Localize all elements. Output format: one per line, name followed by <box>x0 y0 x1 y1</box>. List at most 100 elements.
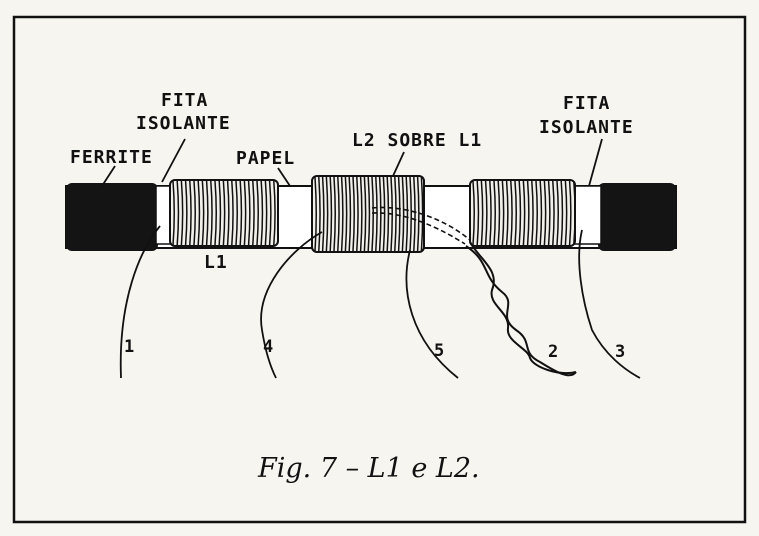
label-l2-sobre-l1: L2 SOBRE L1 <box>352 130 482 151</box>
coil-turn <box>371 176 374 252</box>
coil-turn <box>547 180 551 246</box>
coil-turn <box>340 176 344 252</box>
twisted-pair-b <box>465 245 577 377</box>
label-fita-right-line2: ISOLANTE <box>539 117 634 138</box>
twisted-pair-a <box>469 241 577 374</box>
coil-turn <box>359 176 363 252</box>
label-papel: PAPEL <box>236 148 295 169</box>
coil-turn <box>378 176 382 252</box>
coil-turn <box>333 176 336 252</box>
coil-turn <box>252 180 255 246</box>
leader-fita-left <box>161 138 186 183</box>
coil-turn <box>564 180 568 246</box>
tape-right <box>572 185 602 245</box>
coil-turn <box>556 180 559 246</box>
coil-turn <box>210 180 213 246</box>
coil-turn <box>526 180 530 246</box>
leader-papel <box>277 167 291 187</box>
coil-turn <box>239 180 243 246</box>
coil-turn <box>514 180 517 246</box>
coil-turn <box>256 180 259 246</box>
coil-turn <box>480 180 484 246</box>
wire-terminal-1 <box>119 225 161 379</box>
coil-turn <box>176 180 180 246</box>
coil-turn <box>231 180 234 246</box>
coil-turn <box>535 180 538 246</box>
internal-wire-dashed <box>371 206 471 241</box>
coil-turn <box>367 176 371 252</box>
coil-turn <box>264 180 268 246</box>
label-fita-left-line1: FITA <box>161 90 208 111</box>
coil-turn <box>552 180 555 246</box>
coil-turn <box>363 176 367 252</box>
ferrite-end-left <box>66 183 158 251</box>
coil-l2-over-l1 <box>311 175 425 253</box>
coil-turn <box>314 176 317 252</box>
coil-l1-left <box>169 179 279 247</box>
coil-turn <box>214 180 217 246</box>
wire-terminal-5 <box>405 249 459 379</box>
coil-turn <box>401 176 405 252</box>
coil-turn <box>416 176 420 252</box>
coil-turn <box>405 176 409 252</box>
coil-turn <box>344 176 348 252</box>
coil-turn <box>497 180 501 246</box>
coil-turn <box>201 180 205 246</box>
coil-turn <box>543 180 547 246</box>
coil-turn <box>189 180 192 246</box>
coil-turn <box>409 176 412 252</box>
leader-ferrite <box>101 165 116 187</box>
coil-turn <box>260 180 264 246</box>
label-l1: L1 <box>204 252 228 273</box>
coil-turn <box>329 176 333 252</box>
terminal-3-label: 3 <box>615 342 625 362</box>
coil-turn <box>247 180 251 246</box>
coil-turn <box>222 180 226 246</box>
label-ferrite: FERRITE <box>70 147 153 168</box>
coil-turn <box>318 176 321 252</box>
coil-turn <box>505 180 509 246</box>
terminal-5-label: 5 <box>434 341 444 361</box>
coil-turn <box>268 180 272 246</box>
coil-turn <box>172 180 175 246</box>
coil-turn <box>180 180 184 246</box>
coil-turn <box>518 180 522 246</box>
terminal-4-label: 4 <box>263 337 273 357</box>
coil-turn <box>560 180 564 246</box>
coil-turn <box>218 180 222 246</box>
coil-turn <box>510 180 513 246</box>
coil-turn <box>501 180 505 246</box>
terminal-1-label: 1 <box>124 337 134 357</box>
coil-turn <box>337 176 340 252</box>
terminal-2-label: 2 <box>548 342 558 362</box>
coil-turn <box>273 180 276 246</box>
coil-turn <box>226 180 230 246</box>
coil-turn <box>321 176 325 252</box>
coil-turn <box>522 180 526 246</box>
leader-fita-right <box>588 138 603 187</box>
label-fita-right-line1: FITA <box>563 93 610 114</box>
wire-terminal-3 <box>578 229 641 379</box>
coil-turn <box>205 180 209 246</box>
coil-turn <box>348 176 352 252</box>
ferrite-end-right <box>598 183 676 251</box>
label-fita-left-line2: ISOLANTE <box>136 113 231 134</box>
figure-frame <box>12 15 747 524</box>
coil-turn <box>573 180 576 246</box>
coil-turn <box>243 180 247 246</box>
wire-terminal-4 <box>260 231 323 379</box>
coil-turn <box>531 180 534 246</box>
coil-turn <box>356 176 359 252</box>
coil-turn <box>397 176 401 252</box>
coil-turn <box>476 180 480 246</box>
coil-turn <box>375 176 378 252</box>
figure-caption: Fig. 7 – L1 e L2. <box>257 453 480 484</box>
coil-turn <box>235 180 238 246</box>
internal-wire-dashed-2 <box>371 212 466 245</box>
coil-turn <box>568 180 572 246</box>
coil-turn <box>489 180 492 246</box>
coil-turn <box>472 180 475 246</box>
coil-turn <box>484 180 488 246</box>
coil-turn <box>193 180 196 246</box>
